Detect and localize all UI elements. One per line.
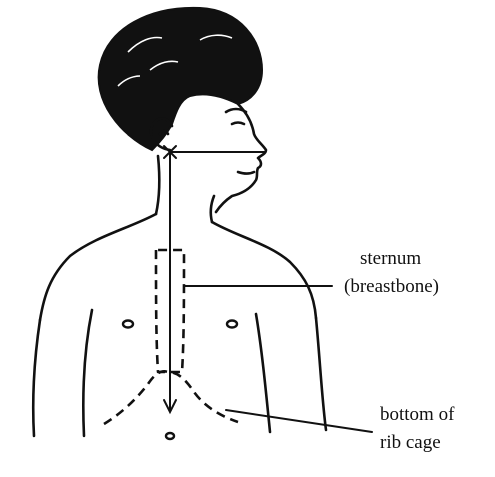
body-outline bbox=[33, 214, 326, 436]
left-nipple bbox=[123, 321, 133, 328]
hair bbox=[99, 8, 262, 150]
rib-cage-label-line2: rib cage bbox=[380, 432, 441, 453]
breastbone-label: (breastbone) bbox=[344, 276, 439, 297]
face bbox=[216, 104, 266, 212]
neck bbox=[156, 156, 214, 222]
right-nipple bbox=[227, 321, 237, 328]
body-marks bbox=[123, 321, 237, 440]
sternum-label: sternum bbox=[360, 248, 421, 269]
rib-cage-leader-line bbox=[226, 410, 372, 432]
rib-cage-label-line1: bottom of bbox=[380, 404, 455, 425]
navel bbox=[166, 433, 174, 439]
